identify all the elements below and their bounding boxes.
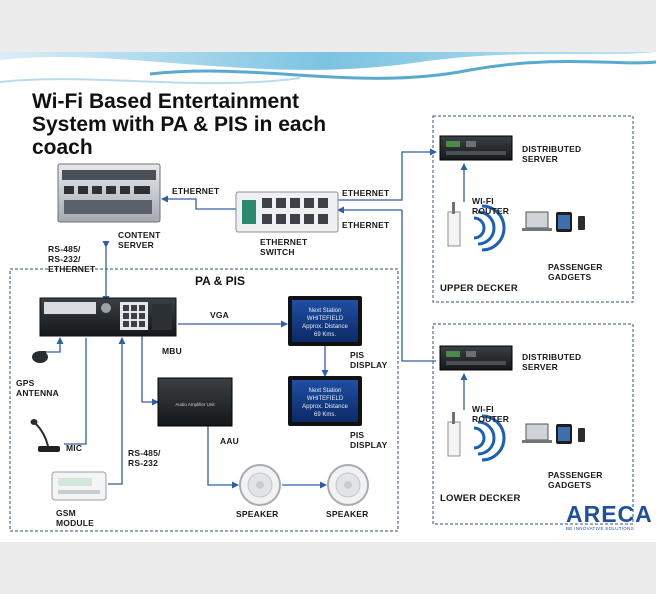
lower-gadgets-label: PASSENGER GADGETS bbox=[548, 470, 603, 490]
pis1-line1: Next Station bbox=[309, 308, 342, 314]
pis2-line4: 69 Kms. bbox=[314, 412, 336, 418]
slide: Next Station WHITEFIELD Approx. Distance… bbox=[0, 52, 656, 542]
content-server-label: CONTENT SERVER bbox=[118, 230, 161, 250]
slide-title: Wi-Fi Based Entertainment System with PA… bbox=[32, 90, 327, 159]
rs485-ethernet-label: RS-485/ RS-232/ ETHERNET bbox=[48, 244, 96, 274]
areca-logo: ARECA bbox=[566, 501, 653, 527]
rs485-label: RS-485/ RS-232 bbox=[128, 448, 161, 468]
arrow-aau-speaker bbox=[207, 422, 239, 489]
gsm-module bbox=[51, 471, 107, 501]
aau-label: AAU bbox=[220, 436, 240, 446]
aau-device: Audio Amplifier Unit bbox=[157, 377, 233, 427]
arrow-gps-mbu bbox=[46, 337, 64, 353]
mic-label: MIC bbox=[66, 443, 83, 453]
speaker-2-label: SPEAKER bbox=[326, 509, 369, 519]
content-server bbox=[57, 163, 161, 223]
gps-antenna bbox=[32, 351, 48, 363]
pis2-line2: WHITEFIELD bbox=[307, 396, 344, 402]
upper-decker-box bbox=[432, 115, 634, 303]
lower-distributed-server bbox=[439, 345, 513, 371]
ethernet-label-c: ETHERNET bbox=[342, 220, 390, 230]
diagram-canvas: Next Station WHITEFIELD Approx. Distance… bbox=[0, 52, 656, 532]
mbu-label: MBU bbox=[162, 346, 182, 356]
upper-server-label: DISTRIBUTED SERVER bbox=[522, 144, 582, 164]
lower-decker-box bbox=[432, 323, 634, 525]
lower-wifi-router bbox=[447, 412, 506, 462]
upper-passenger-gadgets bbox=[522, 211, 585, 232]
aau-screen-text: Audio Amplifier Unit bbox=[175, 402, 215, 407]
pis2-line1: Next Station bbox=[309, 388, 342, 394]
lower-passenger-gadgets bbox=[522, 423, 585, 444]
vga-label: VGA bbox=[210, 310, 230, 320]
arrow-switch-to-upper bbox=[338, 148, 437, 201]
ethernet-switch-label: ETHERNET SWITCH bbox=[260, 237, 308, 257]
pis-display-1: Next Station WHITEFIELD Approx. Distance… bbox=[288, 296, 362, 346]
pis-display-2: Next Station WHITEFIELD Approx. Distance… bbox=[288, 376, 362, 426]
pis-display-1-label: PIS DISPLAY bbox=[350, 350, 388, 370]
ethernet-label-a: ETHERNET bbox=[172, 186, 220, 196]
pis2-line3: Approx. Distance bbox=[302, 404, 348, 410]
pis1-line4: 69 Kms. bbox=[314, 332, 336, 338]
speaker-1 bbox=[239, 464, 281, 506]
ethernet-switch bbox=[235, 191, 339, 233]
gsm-module-label: GSM MODULE bbox=[56, 508, 95, 528]
gps-antenna-label: GPS ANTENNA bbox=[16, 378, 59, 398]
arrow-switch-to-server bbox=[161, 195, 236, 210]
upper-distributed-server bbox=[439, 135, 513, 161]
pa-pis-title: PA & PIS bbox=[195, 274, 246, 288]
header-wave bbox=[0, 52, 656, 85]
mbu-device bbox=[39, 297, 177, 337]
upper-wifi-router bbox=[447, 202, 506, 252]
arrow-lower-to-switch bbox=[338, 210, 436, 362]
areca-tagline: BE INNOVATIVE SOLUTIONS bbox=[566, 526, 634, 531]
lower-router-label: WI-FI ROUTER bbox=[472, 404, 510, 424]
arrow-mic-mbu bbox=[64, 338, 87, 445]
pis-display-2-label: PIS DISPLAY bbox=[350, 430, 388, 450]
pis1-line2: WHITEFIELD bbox=[307, 316, 344, 322]
speaker-2 bbox=[327, 464, 369, 506]
pis1-line3: Approx. Distance bbox=[302, 324, 348, 330]
lower-decker-label: LOWER DECKER bbox=[440, 493, 521, 504]
ethernet-label-b: ETHERNET bbox=[342, 188, 390, 198]
arrow-mbu-aau bbox=[141, 336, 159, 406]
mic-device bbox=[30, 419, 60, 452]
upper-router-label: WI-FI ROUTER bbox=[472, 196, 510, 216]
arrow-gsm-mbu bbox=[108, 337, 126, 485]
speaker-1-label: SPEAKER bbox=[236, 509, 279, 519]
lower-server-label: DISTRIBUTED SERVER bbox=[522, 352, 582, 372]
connections bbox=[46, 148, 468, 489]
upper-gadgets-label: PASSENGER GADGETS bbox=[548, 262, 603, 282]
upper-decker-label: UPPER DECKER bbox=[440, 283, 518, 294]
